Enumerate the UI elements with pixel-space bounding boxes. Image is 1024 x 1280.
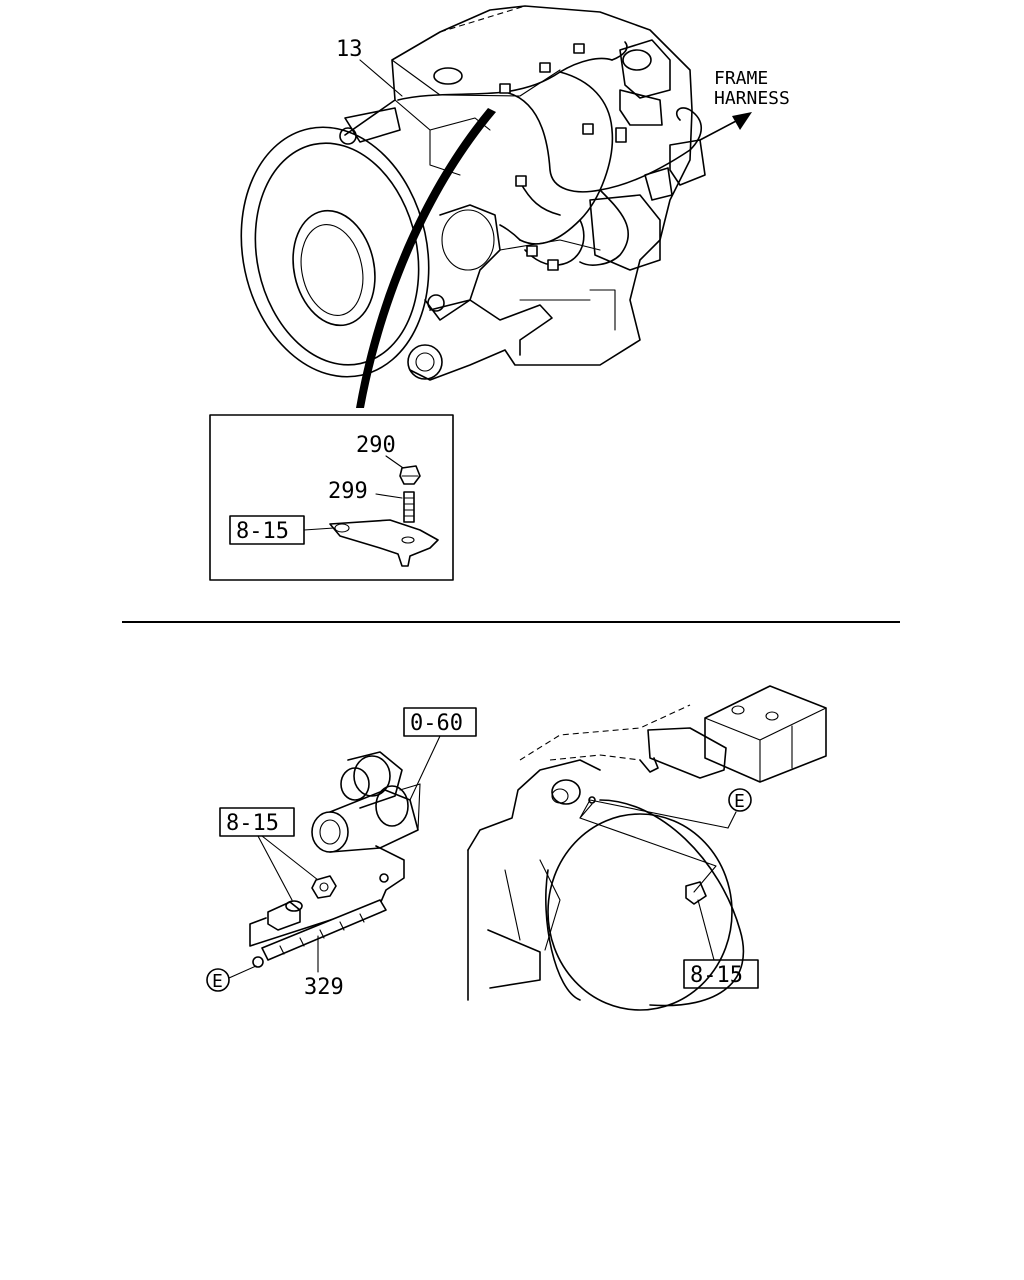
ground-cable-icon — [252, 873, 389, 968]
chassis-illustration — [467, 685, 827, 1011]
frame-harness-arrow-icon — [699, 112, 752, 141]
ground-mark-e-right: E — [728, 788, 752, 812]
ref-box-8-15-right — [683, 959, 759, 989]
callout-13-leader — [359, 59, 403, 97]
engine-harness-wires — [397, 41, 703, 271]
inset-leader — [356, 108, 496, 408]
ground-mark-e-left-label: E — [212, 971, 223, 992]
ref-8-15-inset: 8-15 — [236, 519, 289, 544]
frame-harness-label-line1: FRAME — [714, 68, 768, 89]
ref-8-15-right: 8-15 — [690, 963, 743, 988]
callout-13: 13 — [336, 37, 363, 62]
ground-leader-right — [579, 803, 717, 893]
ground-bolt-icon — [267, 900, 303, 931]
ground-bracket-icon — [329, 519, 439, 567]
engine-illustration — [240, 5, 706, 381]
callout-299: 299 — [328, 479, 368, 504]
ground-mark-e-right-label: E — [734, 791, 745, 812]
stud-bolt-icon — [403, 491, 415, 523]
ground-mark-e-left: E — [206, 965, 257, 992]
ref-8-15-left: 8-15 — [226, 811, 279, 836]
frame-harness-label-line2: HARNESS — [714, 88, 790, 109]
ground-bracket-outline — [249, 845, 405, 947]
ground-nut-icon — [311, 875, 337, 899]
ref-box-8-15-left — [219, 807, 295, 837]
callout-329: 329 — [304, 975, 344, 1000]
nut-icon — [399, 465, 421, 485]
ref-0-60: 0-60 — [410, 711, 463, 736]
detail-inset-box — [209, 414, 454, 581]
callout-290: 290 — [356, 433, 396, 458]
starter-motor-illustration — [311, 751, 421, 853]
